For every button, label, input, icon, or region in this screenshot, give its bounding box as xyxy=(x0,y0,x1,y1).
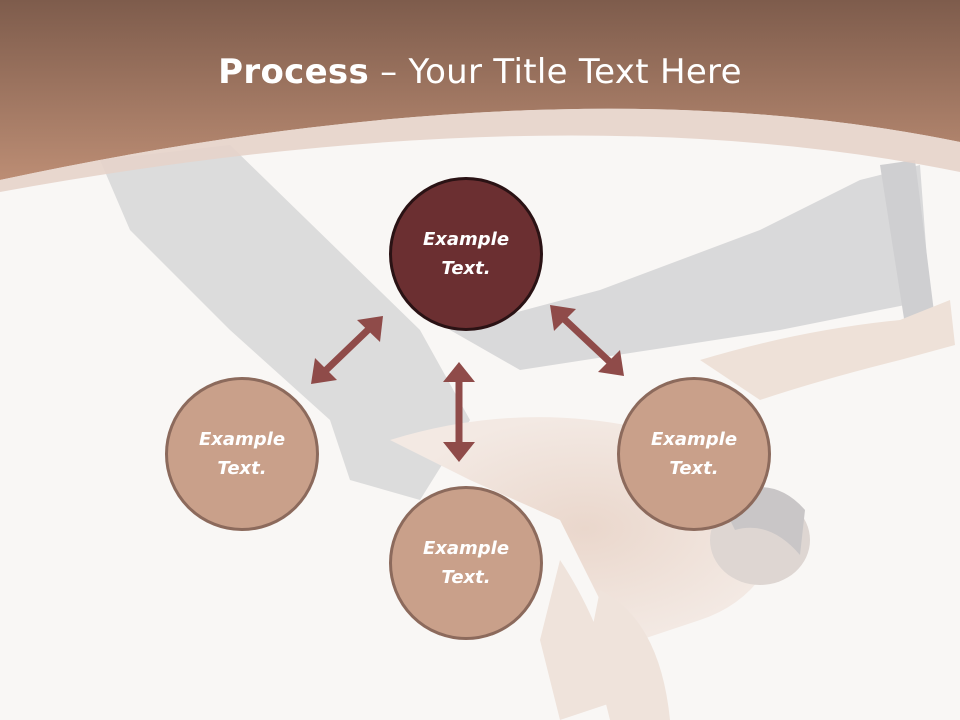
node-label-line1: Example xyxy=(198,429,286,450)
node-label-line2: Text. xyxy=(669,458,719,479)
node-label-line2: Text. xyxy=(217,458,267,479)
title-rest: – Your Title Text Here xyxy=(369,52,742,92)
node-label-line1: Example xyxy=(422,229,510,250)
node-label-line1: Example xyxy=(422,538,510,559)
title-bold: Process xyxy=(218,52,370,92)
node-label-line2: Text. xyxy=(441,258,491,279)
node-label-line2: Text. xyxy=(441,567,491,588)
slide-title: Process – Your Title Text Here xyxy=(0,52,960,92)
node-label-line1: Example xyxy=(650,429,738,450)
